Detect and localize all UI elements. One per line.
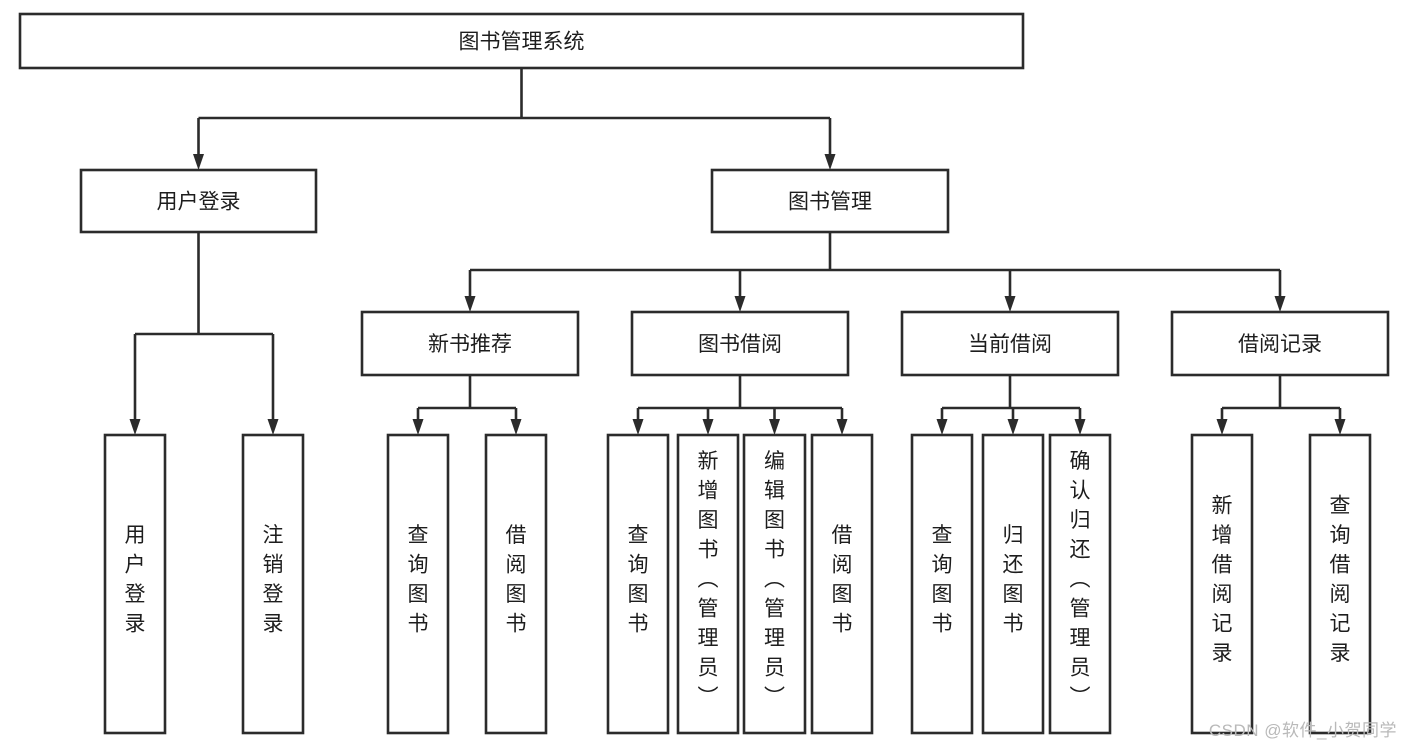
node-label-add-borrow-record: 新增借阅记录 xyxy=(1212,494,1233,665)
node-recommend-query-book[interactable]: 查询图书 xyxy=(386,433,450,735)
arrow-icon-user-login xyxy=(193,154,204,170)
node-label-user-login-do: 用户登录 xyxy=(125,524,146,636)
arrow-icon-book-management xyxy=(824,154,836,170)
node-box-current-borrow xyxy=(900,310,1120,377)
node-label-recommend-query-book: 查询图书 xyxy=(408,524,429,636)
node-current-query-book[interactable]: 查询图书 xyxy=(910,433,974,735)
node-box-user-logout xyxy=(241,433,305,735)
node-borrow-add-book[interactable]: 新增图书︵管理员︶ xyxy=(676,433,740,735)
node-borrow-edit-book[interactable]: 编辑图书︵管理员︶ xyxy=(742,433,807,735)
node-label-borrow-edit-book: 编辑图书︵管理员︶ xyxy=(764,450,785,709)
node-label-root: 图书管理系统 xyxy=(459,31,585,54)
node-box-root xyxy=(18,12,1025,70)
node-label-current-return-book: 归还图书 xyxy=(1003,524,1024,636)
node-box-borrow-records xyxy=(1170,310,1390,377)
arrow-icon-current-borrow xyxy=(1004,296,1016,312)
connectors-layer xyxy=(129,68,1346,435)
arrow-icon-new-book-recommend xyxy=(464,296,476,312)
node-label-current-confirm-return: 确认归还︵管理员︶ xyxy=(1070,450,1091,709)
node-box-recommend-query-book xyxy=(386,433,450,735)
arrow-icon-current-confirm-return xyxy=(1074,419,1086,435)
arrow-icon-borrow-borrow-book xyxy=(836,419,848,435)
node-label-borrow-query-book: 查询图书 xyxy=(628,524,649,636)
node-box-current-return-book xyxy=(981,433,1045,735)
arrow-icon-user-login-do xyxy=(129,419,141,435)
node-label-borrow-records: 借阅记录 xyxy=(1238,333,1322,356)
arrow-icon-add-borrow-record xyxy=(1216,419,1228,435)
node-borrow-query-book[interactable]: 查询图书 xyxy=(606,433,670,735)
node-add-borrow-record[interactable]: 新增借阅记录 xyxy=(1190,433,1254,735)
node-new-book-recommend[interactable]: 新书推荐 xyxy=(360,310,580,377)
arrow-icon-recommend-query-book xyxy=(412,419,424,435)
node-box-current-confirm-return xyxy=(1048,433,1112,735)
node-box-borrow-query-book xyxy=(606,433,670,735)
arrow-icon-current-query-book xyxy=(936,419,948,435)
node-borrow-records[interactable]: 借阅记录 xyxy=(1170,310,1390,377)
node-box-borrow-edit-book xyxy=(742,433,807,735)
arrow-icon-borrow-edit-book xyxy=(769,419,780,435)
node-recommend-borrow-book[interactable]: 借阅图书 xyxy=(484,433,548,735)
node-current-borrow[interactable]: 当前借阅 xyxy=(900,310,1120,377)
node-label-borrow-add-book: 新增图书︵管理员︶ xyxy=(698,450,719,709)
node-label-current-query-book: 查询图书 xyxy=(932,524,953,636)
node-box-query-borrow-record xyxy=(1308,433,1372,735)
node-box-borrow-borrow-book xyxy=(810,433,874,735)
node-box-add-borrow-record xyxy=(1190,433,1254,735)
arrow-icon-borrow-query-book xyxy=(632,419,644,435)
node-box-user-login-do xyxy=(103,433,167,735)
arrow-icon-borrow-add-book xyxy=(702,419,714,435)
node-borrow-borrow-book[interactable]: 借阅图书 xyxy=(810,433,874,735)
node-label-new-book-recommend: 新书推荐 xyxy=(428,333,512,356)
node-label-user-logout: 注销登录 xyxy=(263,524,284,636)
node-label-recommend-borrow-book: 借阅图书 xyxy=(506,524,527,636)
node-label-borrow-borrow-book: 借阅图书 xyxy=(832,524,853,636)
node-current-return-book[interactable]: 归还图书 xyxy=(981,433,1045,735)
node-box-book-management xyxy=(710,168,950,234)
node-user-logout[interactable]: 注销登录 xyxy=(241,433,305,735)
node-box-book-borrow xyxy=(630,310,850,377)
node-box-user-login xyxy=(79,168,318,234)
node-box-borrow-add-book xyxy=(676,433,740,735)
arrow-icon-query-borrow-record xyxy=(1334,419,1346,435)
watermark-text: CSDN @软件_小贺同学 xyxy=(1208,721,1397,740)
node-label-query-borrow-record: 查询借阅记录 xyxy=(1330,494,1351,665)
node-box-new-book-recommend xyxy=(360,310,580,377)
node-label-book-management: 图书管理 xyxy=(788,191,872,214)
node-current-confirm-return[interactable]: 确认归还︵管理员︶ xyxy=(1048,433,1112,735)
node-book-management[interactable]: 图书管理 xyxy=(710,168,950,234)
node-box-current-query-book xyxy=(910,433,974,735)
arrow-icon-recommend-borrow-book xyxy=(510,419,522,435)
arrow-icon-book-borrow xyxy=(734,296,746,312)
node-label-book-borrow: 图书借阅 xyxy=(698,333,782,356)
node-user-login-do[interactable]: 用户登录 xyxy=(103,433,167,735)
node-root[interactable]: 图书管理系统 xyxy=(18,12,1025,70)
arrow-icon-user-logout xyxy=(267,419,279,435)
arrow-icon-borrow-records xyxy=(1274,296,1286,312)
node-query-borrow-record[interactable]: 查询借阅记录 xyxy=(1308,433,1372,735)
node-label-user-login: 用户登录 xyxy=(157,191,241,214)
node-box-recommend-borrow-book xyxy=(484,433,548,735)
nodes-layer: 图书管理系统用户登录用户登录注销登录图书管理新书推荐查询图书借阅图书图书借阅查询… xyxy=(18,12,1390,735)
node-book-borrow[interactable]: 图书借阅 xyxy=(630,310,850,377)
node-label-current-borrow: 当前借阅 xyxy=(968,333,1052,356)
arrow-icon-current-return-book xyxy=(1007,419,1019,435)
node-user-login[interactable]: 用户登录 xyxy=(79,168,318,234)
